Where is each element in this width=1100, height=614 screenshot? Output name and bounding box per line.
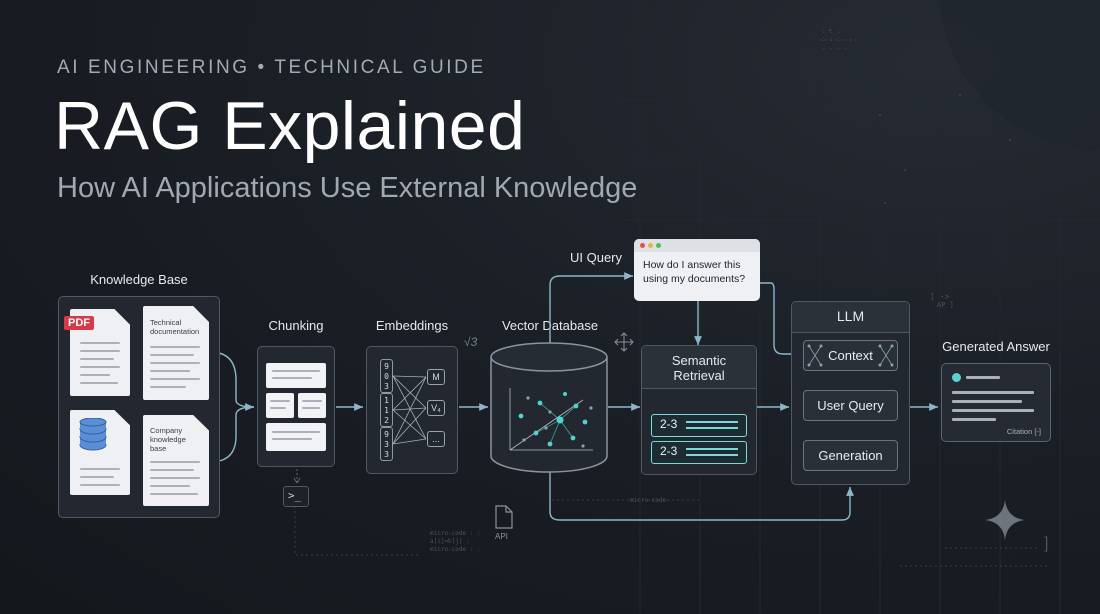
stage-label-embeddings: Embeddings [375, 318, 449, 333]
move-icon [614, 332, 634, 352]
file-icon [495, 505, 513, 529]
llm-step-user-query: User Query [803, 390, 898, 421]
company-knowledge-base-doc: Company knowledge base [143, 415, 209, 506]
chunk-block [266, 393, 294, 418]
answer-status-dot [952, 373, 961, 382]
embedding-vector: 9 0 3 [380, 359, 393, 393]
page-title: RAG Explained [54, 88, 526, 164]
technical-documentation-doc: Technical documentation [143, 306, 209, 400]
llm-step-context: Context [803, 340, 898, 371]
llm-step-label: Context [828, 348, 873, 363]
api-label: API [495, 532, 508, 541]
sparkle-icon [985, 500, 1025, 540]
decor-code-bottom: micro-code : : a[i]=b[j] :micro-code : : [430, 530, 481, 553]
answer-citation: Citation [-] [1006, 427, 1041, 436]
generated-answer-card: Citation [-] [941, 363, 1051, 442]
retrieval-chip-label: 2-3 [660, 417, 678, 431]
page-subtitle: How AI Applications Use External Knowled… [57, 172, 638, 204]
window-close-dot [640, 243, 645, 248]
chunk-block [266, 363, 326, 388]
llm-step-generation: Generation [803, 440, 898, 471]
decor-ap: AP ] [937, 301, 954, 309]
decor-bracket-right: ] [1044, 535, 1049, 552]
stage-label-generated-answer: Generated Answer [942, 339, 1050, 354]
stage-label-chunking: Chunking [268, 318, 324, 333]
pdf-badge: PDF [64, 316, 94, 330]
vector-database-cylinder [490, 342, 608, 473]
embeddings-panel [366, 346, 458, 474]
stage-label-llm: LLM [836, 308, 865, 324]
context-network-icon [807, 344, 894, 367]
decor-bracket: [ -> [930, 292, 950, 301]
embedding-output: M [427, 369, 445, 385]
chunking-panel [257, 346, 335, 467]
decor-code-top: : : :: : :. . . . [822, 28, 848, 51]
embedding-vector: 9 3 3 [380, 427, 393, 461]
browser-titlebar [634, 239, 760, 252]
window-maximize-dot [656, 243, 661, 248]
retrieval-header [642, 346, 756, 389]
embedding-output: ... [427, 431, 445, 447]
chunk-block [266, 423, 326, 451]
retrieval-chip: 2-3 [651, 441, 747, 464]
terminal-icon: >_ [283, 486, 309, 507]
embedding-network-lines [392, 375, 427, 445]
stage-label-knowledge-base: Knowledge Base [90, 272, 188, 287]
chunk-block [298, 393, 326, 418]
query-browser-box: How do I answer this using my documents? [634, 239, 760, 301]
stage-label-ui-query: UI Query [569, 250, 622, 265]
window-minimize-dot [648, 243, 653, 248]
retrieval-chip: 2-3 [651, 414, 747, 437]
retrieval-chip-label: 2-3 [660, 444, 678, 458]
llm-header [792, 302, 909, 333]
stage-label-semantic-retrieval: Semantic Retrieval [671, 353, 727, 383]
embedding-vector: 1 1 2 [380, 393, 393, 427]
database-icon [79, 418, 107, 451]
query-text: How do I answer this using my documents? [643, 259, 746, 285]
technical-documentation-caption: Technical documentation [150, 318, 200, 336]
company-knowledge-base-caption: Company knowledge base [150, 426, 186, 453]
decor-micro-code: micro-code [630, 497, 667, 504]
eyebrow-text: AI ENGINEERING • TECHNICAL GUIDE [57, 57, 486, 78]
sqrt-decoration: √3 [464, 335, 478, 349]
embedding-output: V₄ [427, 400, 445, 416]
